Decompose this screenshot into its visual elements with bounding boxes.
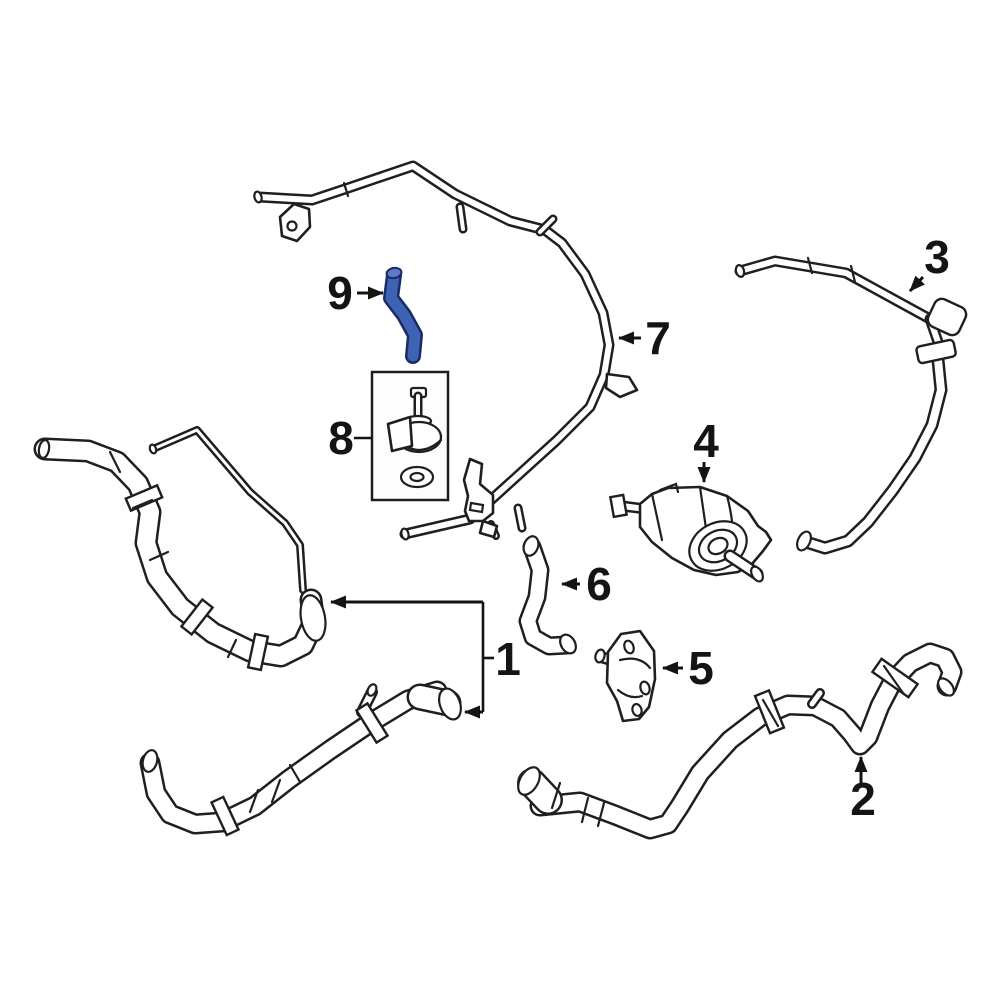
part-label-2: 2 xyxy=(850,773,876,825)
part-label-9: 9 xyxy=(327,267,353,319)
part-1-lower-hose xyxy=(139,680,462,837)
callout-6: 6 xyxy=(561,558,612,610)
part-7-pipe-assembly xyxy=(253,160,639,541)
part-label-8: 8 xyxy=(328,412,354,464)
callouts: 1 2 3 4 5 6 7 8 xyxy=(327,231,950,825)
part-4-pump xyxy=(608,482,773,583)
callout-5: 5 xyxy=(662,642,714,694)
part-label-5: 5 xyxy=(688,642,714,694)
part-9-hose-highlighted[interactable] xyxy=(383,266,423,364)
callout-4: 4 xyxy=(693,415,719,483)
callout-3: 3 xyxy=(908,231,950,293)
part-6-hose xyxy=(518,535,577,656)
callout-2: 2 xyxy=(850,756,876,825)
part-label-4: 4 xyxy=(693,415,719,467)
callout-1: 1 xyxy=(330,595,521,719)
part-2-hose xyxy=(517,642,963,840)
part-8-valve-box xyxy=(370,370,450,502)
callout-7: 7 xyxy=(618,312,671,364)
part-label-6: 6 xyxy=(586,558,612,610)
part-label-1: 1 xyxy=(495,633,521,685)
part-label-3: 3 xyxy=(924,231,950,283)
callout-8: 8 xyxy=(328,412,372,464)
part-label-7: 7 xyxy=(645,312,671,364)
part-5-bracket xyxy=(594,629,657,723)
part-3-hose xyxy=(734,255,968,555)
callout-9: 9 xyxy=(327,267,384,319)
part-1-upper-hose xyxy=(33,426,327,672)
